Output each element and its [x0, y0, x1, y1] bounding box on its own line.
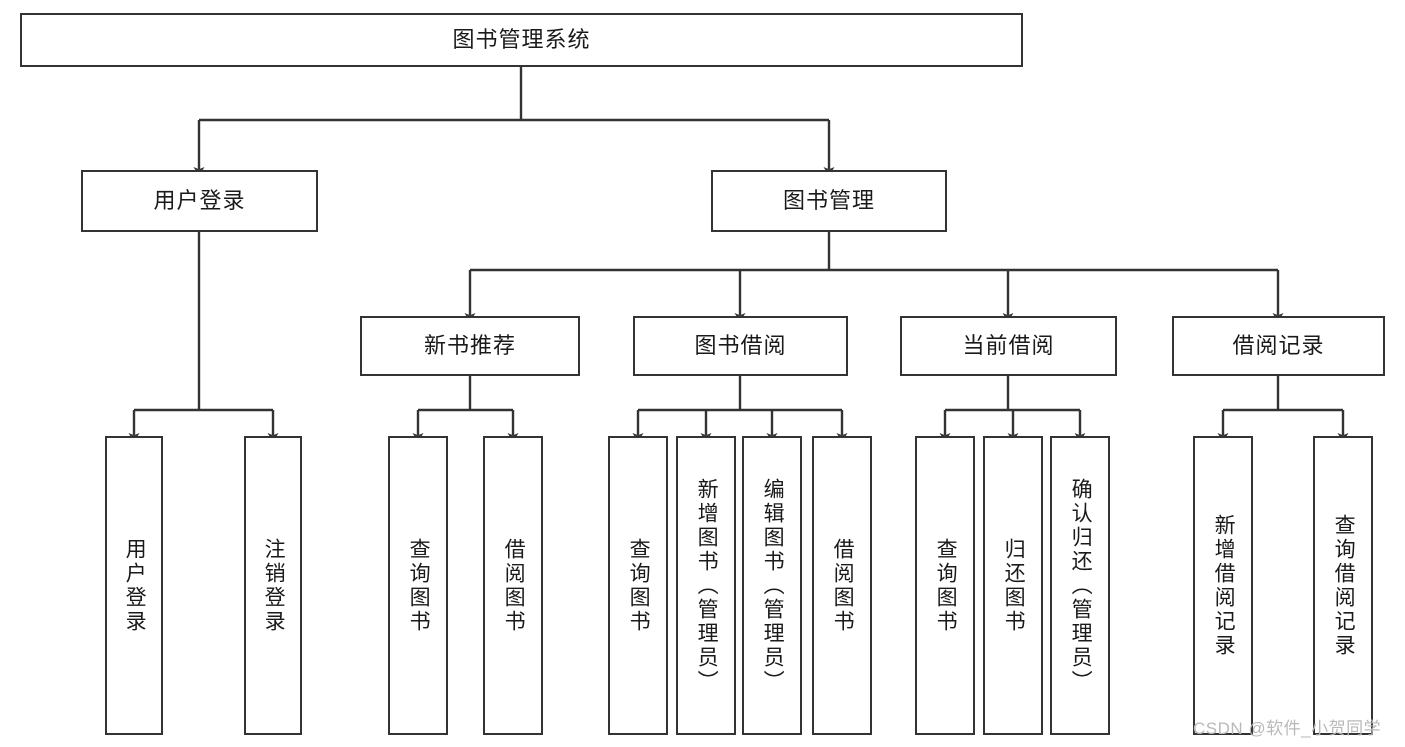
node-root-root: 图书管理系统 — [20, 13, 1023, 67]
node-leaf-leaf-return-book: 归还图书 — [983, 436, 1043, 735]
node-label: 新书推荐 — [423, 332, 516, 358]
node-leaf-leaf-query-book-1: 查询图书 — [388, 436, 448, 735]
node-label: 图书管理 — [782, 187, 875, 213]
node-leaf-leaf-user-logout: 注销登录 — [244, 436, 302, 735]
node-label: 借阅图书 — [502, 537, 526, 634]
node-label: 借阅记录 — [1232, 332, 1325, 358]
node-leaf-leaf-add-book: 新增图书（管理员） — [676, 436, 736, 735]
node-leaf-leaf-query-book-3: 查询图书 — [915, 436, 975, 735]
node-leaf-leaf-query-record: 查询借阅记录 — [1313, 436, 1373, 735]
node-label: 借阅图书 — [831, 537, 855, 634]
node-leaf-leaf-confirm-return: 确认归还（管理员） — [1050, 436, 1110, 735]
node-label: 用户登录 — [123, 537, 147, 634]
node-label: 用户登录 — [153, 187, 246, 213]
node-level2-user-login: 用户登录 — [81, 170, 318, 232]
node-label: 查询图书 — [627, 537, 651, 634]
node-label: 注销登录 — [262, 537, 286, 634]
node-label: 查询图书 — [407, 537, 431, 634]
node-level2-book-manage: 图书管理 — [711, 170, 947, 232]
node-leaf-leaf-user-login: 用户登录 — [105, 436, 163, 735]
node-label: 查询图书 — [934, 537, 958, 634]
node-label: 查询借阅记录 — [1332, 513, 1356, 658]
node-level3-new-book-recommend: 新书推荐 — [360, 316, 580, 376]
node-label: 新增借阅记录 — [1212, 513, 1236, 658]
node-level3-book-borrow: 图书借阅 — [633, 316, 848, 376]
node-label: 图书借阅 — [694, 332, 787, 358]
csdn-watermark: CSDN @软件_小贺同学 — [1193, 719, 1382, 738]
node-label: 编辑图书（管理员） — [761, 477, 785, 694]
node-label: 图书管理系统 — [452, 26, 591, 52]
node-label: 确认归还（管理员） — [1069, 477, 1093, 694]
node-leaf-leaf-edit-book: 编辑图书（管理员） — [742, 436, 802, 735]
node-leaf-leaf-add-record: 新增借阅记录 — [1193, 436, 1253, 735]
node-leaf-leaf-borrow-book-1: 借阅图书 — [483, 436, 543, 735]
node-label: 归还图书 — [1002, 537, 1026, 634]
node-leaf-leaf-query-book-2: 查询图书 — [608, 436, 668, 735]
node-level3-borrow-record: 借阅记录 — [1172, 316, 1385, 376]
node-label: 当前借阅 — [962, 332, 1055, 358]
node-level3-current-borrow: 当前借阅 — [900, 316, 1117, 376]
node-leaf-leaf-borrow-book-2: 借阅图书 — [812, 436, 872, 735]
node-label: 新增图书（管理员） — [695, 477, 719, 694]
